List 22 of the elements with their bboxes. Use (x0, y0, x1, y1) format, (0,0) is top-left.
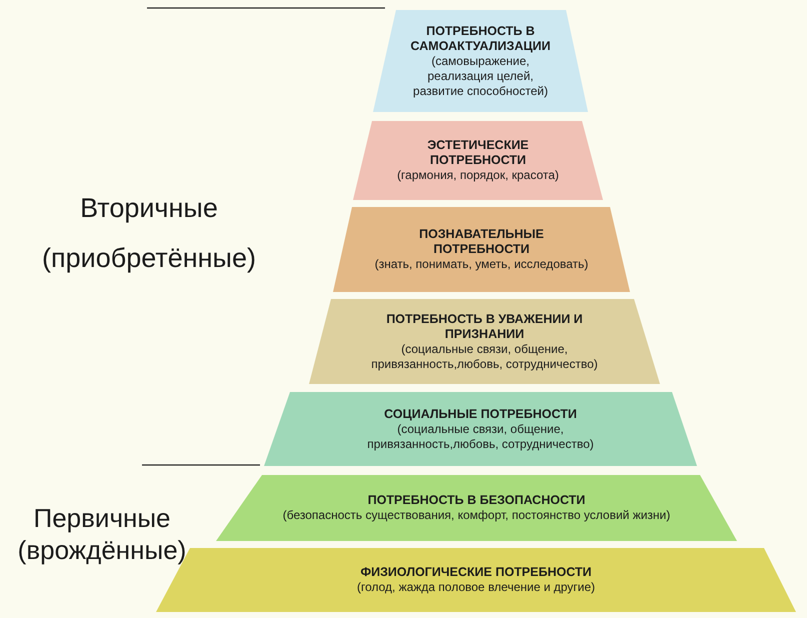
tier-description: (безопасность существования, комфорт, постоянство условий жизни) (282, 508, 670, 523)
category-label: Вторичные (приобретённые) (41, 192, 257, 275)
pyramid-tier (309, 299, 660, 384)
tier-description: (гармония, порядок, красота) (397, 168, 559, 183)
tier-heading: ПОЗНАВАТЕЛЬНЫЕ ПОТРЕБНОСТИ (418, 227, 545, 257)
tier-heading: СОЦИАЛЬНЫЕ ПОТРЕБНОСТИ (384, 406, 577, 422)
tier-heading: ПОТРЕБНОСТЬ В САМОАКТУАЛИЗАЦИИ (410, 24, 552, 54)
pyramid-tier (333, 207, 630, 292)
tier-heading: ФИЗИОЛОГИЧЕСКИЕ ПОТРЕБНОСТИ (360, 565, 592, 580)
tier-heading: ПОТРЕБНОСТЬ В БЕЗОПАСНОСТИ (368, 493, 586, 508)
tier-description: (самовыражение, реализация целей, развитие способностей) (412, 54, 549, 98)
tier-description: (социальные связи, общение, привязанность,любовь, сотрудничество) (366, 422, 595, 452)
pyramid-tier (373, 10, 588, 112)
category-label: Первичные (врождённые) (16, 502, 188, 566)
pyramid-tier (264, 392, 697, 466)
tier-description: (знать, понимать, уметь, исследовать) (374, 257, 588, 272)
tier-heading: ПОТРЕБНОСТЬ В УВАЖЕНИИ И ПРИЗНАНИИ (385, 312, 584, 342)
pyramid-tier (216, 475, 737, 541)
tier-description: (голод, жажда половое влечение и другие) (356, 580, 596, 595)
tier-description: (социальные связи, общение, привязанность,любовь, сотрудничество) (370, 342, 599, 372)
tier-heading: ЭСТЕТИЧЕСКИЕ ПОТРЕБНОСТИ (426, 138, 530, 168)
pyramid-tier (353, 121, 603, 200)
